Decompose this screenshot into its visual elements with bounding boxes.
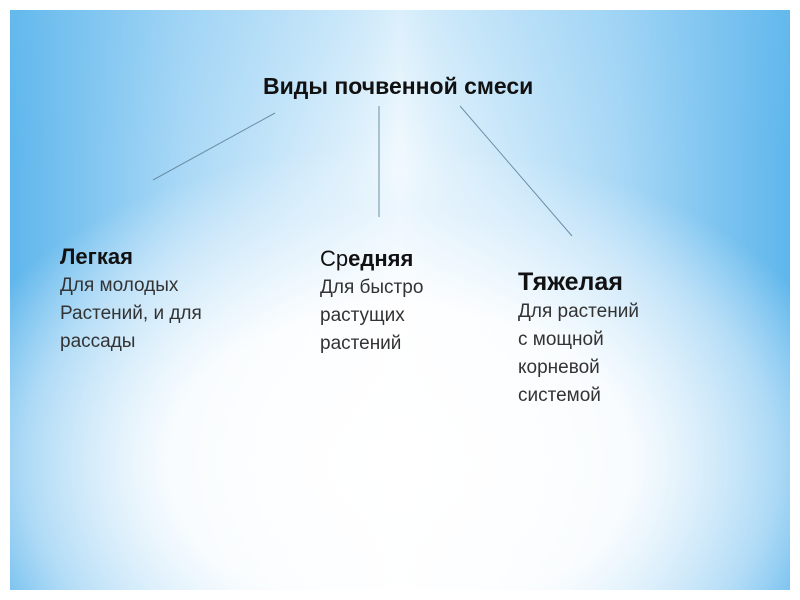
soil-type-description: Для растений с мощной корневой системой [518, 298, 639, 410]
soil-type-heading: Легкая [60, 244, 133, 269]
description-line: Для молодых [60, 275, 179, 296]
description-line: рассады [60, 331, 136, 352]
description-line: растений [320, 333, 402, 354]
diagram-title: Виды почвенной смеси [263, 73, 534, 99]
soil-type-heavy: Тяжелая Для растений с мощной корневой с… [518, 266, 639, 410]
connector-lines [152, 105, 573, 237]
description-line: системой [518, 385, 601, 406]
description-line: Растений, и для [60, 303, 202, 324]
connector-line-heavy [459, 105, 573, 237]
soil-type-description: Для молодых Растений, и для рассады [60, 272, 202, 356]
description-line: Для растений [518, 301, 639, 322]
description-line: растущих [320, 305, 405, 326]
description-line: с мощной [518, 329, 604, 350]
description-line: Для быстро [320, 277, 424, 298]
description-line: корневой [518, 357, 600, 378]
soil-type-medium: Средняя Для быстро растущих растений [320, 244, 423, 358]
heading-prefix: Ср [320, 246, 349, 271]
soil-type-description: Для быстро растущих растений [320, 274, 423, 358]
slide: Виды почвенной смеси Легкая Для молодых … [10, 10, 790, 590]
soil-type-heading: Средняя [320, 244, 423, 274]
connector-line-light [152, 112, 276, 181]
soil-type-light: Легкая Для молодых Растений, и для расса… [60, 242, 202, 356]
heading-bold-part: едняя [348, 246, 414, 271]
soil-type-heading: Тяжелая [518, 268, 623, 296]
